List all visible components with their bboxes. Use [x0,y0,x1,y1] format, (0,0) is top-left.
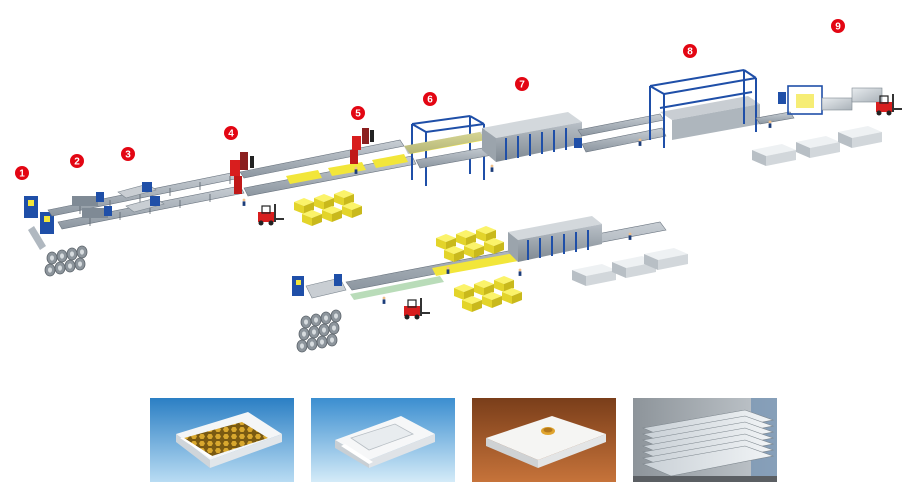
upper-conveyor-rails-mid [239,139,417,197]
stacked-panels-photo [633,398,777,482]
finished-panel-stack-lower [572,248,688,286]
station-badge-7: 7 [515,77,529,91]
station-badge-6: 6 [423,92,437,106]
station-badge-1: 1 [15,166,29,180]
honeycomb-panel-photo [150,398,294,482]
station-number-2: 2 [74,157,80,168]
station-badges: 1 2 3 4 5 6 7 8 [15,19,845,180]
station-number-9: 9 [835,22,841,33]
upper-production-line [24,69,903,277]
finished-panel-stack-upper [752,126,882,166]
station-badge-3: 3 [121,147,135,161]
station-badge-2: 2 [70,154,84,168]
station-number-1: 1 [19,169,25,180]
lower-coil-stack [296,309,342,353]
forklift-upper [257,203,285,227]
station-badge-9: 9 [831,19,845,33]
station-number-6: 6 [427,95,433,106]
forklift-station-9 [875,93,903,117]
lower-production-line [292,216,688,353]
station-number-5: 5 [355,109,361,120]
forklift-lower [403,297,431,321]
panel-on-floor-photo [472,398,616,482]
cutting-frame-station-8 [649,69,760,148]
lower-decoiler [292,274,347,299]
station-number-7: 7 [519,80,525,91]
station-badge-5: 5 [351,106,365,120]
press-hood-station-7 [482,112,582,162]
mineral-wool-pallet [294,190,362,226]
control-cabinet-station-5 [350,128,374,164]
stacker-station-9 [778,85,883,115]
station-badge-8: 8 [683,44,697,58]
roll-forming-machine [72,182,165,218]
station-badge-4: 4 [224,126,238,140]
control-cabinet-station-4 [230,152,254,194]
station-number-3: 3 [125,150,131,161]
lower-wool-pallet-front [454,276,522,312]
station-number-4: 4 [228,129,234,140]
white-panel-photo [311,398,455,482]
lower-press-hood [508,216,602,262]
station-number-8: 8 [687,47,693,58]
steel-coil-stack [44,245,88,277]
decoiler-unit [24,196,54,250]
